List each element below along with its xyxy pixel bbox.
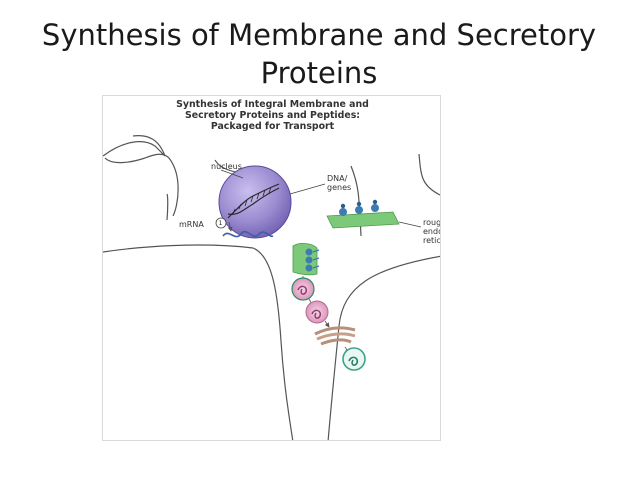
mrna-label: mRNA xyxy=(179,220,204,229)
step-number-label: 1 xyxy=(218,219,223,227)
figure-heading-line-1: Synthesis of Integral Membrane and xyxy=(176,99,369,110)
rough-er-line-2: endoplasmic xyxy=(423,227,440,236)
cell-membrane xyxy=(166,193,169,221)
cell-membrane xyxy=(252,247,294,440)
rough-er-membrane xyxy=(326,199,400,229)
dna-label-line-1: DNA/ xyxy=(327,174,348,183)
transport-vesicle-1 xyxy=(291,277,315,301)
golgi-apparatus xyxy=(314,326,356,346)
cell-membrane xyxy=(418,153,440,196)
secretory-vesicle xyxy=(342,347,366,371)
transport-vesicle-2 xyxy=(305,300,329,324)
dna-label-line-2: genes xyxy=(327,183,352,192)
mrna-strand xyxy=(222,230,274,238)
slide-title: Synthesis of Membrane and Secretory Prot… xyxy=(0,16,638,92)
slide-title-line-2: Proteins xyxy=(260,56,378,90)
rough-er-line-3: reticulum xyxy=(423,236,441,245)
nucleus-label: nucleus xyxy=(211,162,242,171)
rough-er-label: rough endoplasmic reticulum xyxy=(423,218,441,245)
dna-genes-label: DNA/ genes xyxy=(327,174,351,192)
rough-er-line-1: rough xyxy=(423,218,441,227)
cell-membrane xyxy=(104,153,179,217)
slide-title-line-1: Synthesis of Membrane and Secretory xyxy=(41,18,597,52)
cell-membrane xyxy=(103,244,254,253)
figure-heading-line-3: Packaged for Transport xyxy=(210,121,335,132)
figure-heading-line-2: Secretory Proteins and Peptides: xyxy=(184,110,361,121)
nucleus xyxy=(218,165,292,239)
cell-membrane xyxy=(103,135,166,157)
protein-synthesis-figure: Synthesis of Integral Membrane and Secre… xyxy=(102,95,441,441)
figure-heading: Synthesis of Integral Membrane and Secre… xyxy=(103,99,440,132)
cell-diagram xyxy=(103,135,440,440)
er-polysome xyxy=(292,242,320,276)
cell-membrane xyxy=(327,255,440,440)
